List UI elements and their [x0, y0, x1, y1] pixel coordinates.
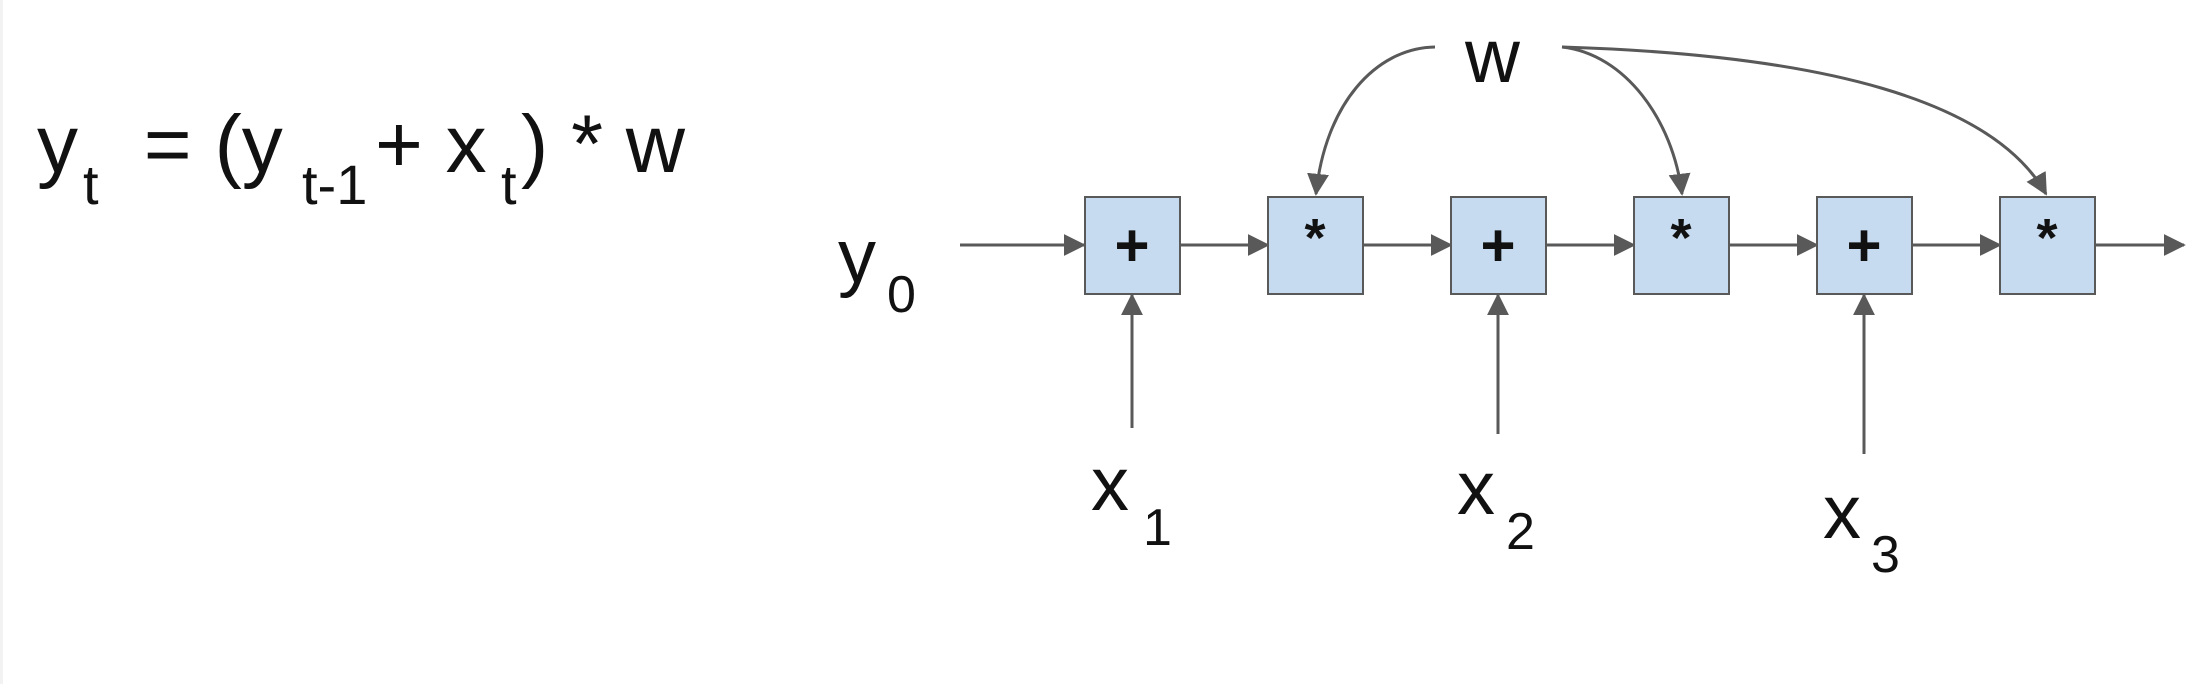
initial-state-label: y 0: [838, 214, 916, 324]
weight-label: w: [1464, 14, 1521, 99]
input-x1: x 1: [1091, 442, 1172, 557]
node-mul-2-box: [1633, 196, 1730, 295]
node-mul-1-box: [1267, 196, 1364, 295]
arrow-w-to-mul2: [1561, 45, 1691, 196]
rnn-unrolled-diagram: y t = (y t-1 + x t ) * w y 0 w: [37, 14, 2186, 584]
eq-y-subscript: t: [83, 153, 99, 216]
node-mul-1: *: [1267, 196, 1364, 295]
node-add-3-box: [1816, 196, 1913, 295]
arrow-w-to-mul3: [1561, 45, 2048, 196]
node-mul-2-symbol: *: [1670, 208, 1691, 268]
node-add-2-symbol: +: [1480, 212, 1515, 279]
operation-nodes: + * + * + *: [1084, 196, 2096, 295]
x3-base: x: [1823, 470, 1861, 555]
node-mul-3-symbol: *: [2036, 208, 2057, 268]
node-mul-3: *: [1999, 196, 2096, 295]
input-arrows: [1121, 293, 1875, 454]
node-add-1: +: [1084, 196, 1181, 295]
eq-yprev-subscript: t-1: [302, 153, 367, 216]
input-labels: x 1 x 2 x 3: [1091, 442, 1900, 584]
node-mul-2: *: [1633, 196, 1730, 295]
node-add-1-symbol: +: [1114, 212, 1149, 279]
arrow-w-to-mul1: [1307, 45, 1436, 196]
node-mul-1-symbol: *: [1304, 208, 1325, 268]
y0-base: y: [838, 214, 876, 299]
y0-subscript: 0: [887, 266, 916, 324]
x1-base: x: [1091, 442, 1129, 527]
input-x2: x 2: [1457, 446, 1535, 561]
node-add-2-box: [1450, 196, 1547, 295]
x2-subscript: 2: [1506, 503, 1535, 561]
eq-x-subscript: t: [501, 153, 517, 216]
x1-subscript: 1: [1143, 499, 1172, 557]
node-add-3: +: [1816, 196, 1913, 295]
node-add-1-box: [1084, 196, 1181, 295]
recurrence-equation: y t = (y t-1 + x t ) * w: [37, 99, 686, 216]
eq-y: y: [37, 99, 78, 190]
eq-times-w: ) * w: [521, 99, 686, 190]
x3-subscript: 3: [1871, 526, 1900, 584]
node-add-3-symbol: +: [1846, 212, 1881, 279]
x2-base: x: [1457, 446, 1495, 531]
eq-equals-yprev: = (y: [121, 99, 283, 190]
input-x3: x 3: [1823, 470, 1900, 584]
weight-arrows: [1307, 45, 2048, 196]
eq-plus-x: + x: [375, 99, 487, 190]
node-mul-3-box: [1999, 196, 2096, 295]
node-add-2: +: [1450, 196, 1547, 295]
